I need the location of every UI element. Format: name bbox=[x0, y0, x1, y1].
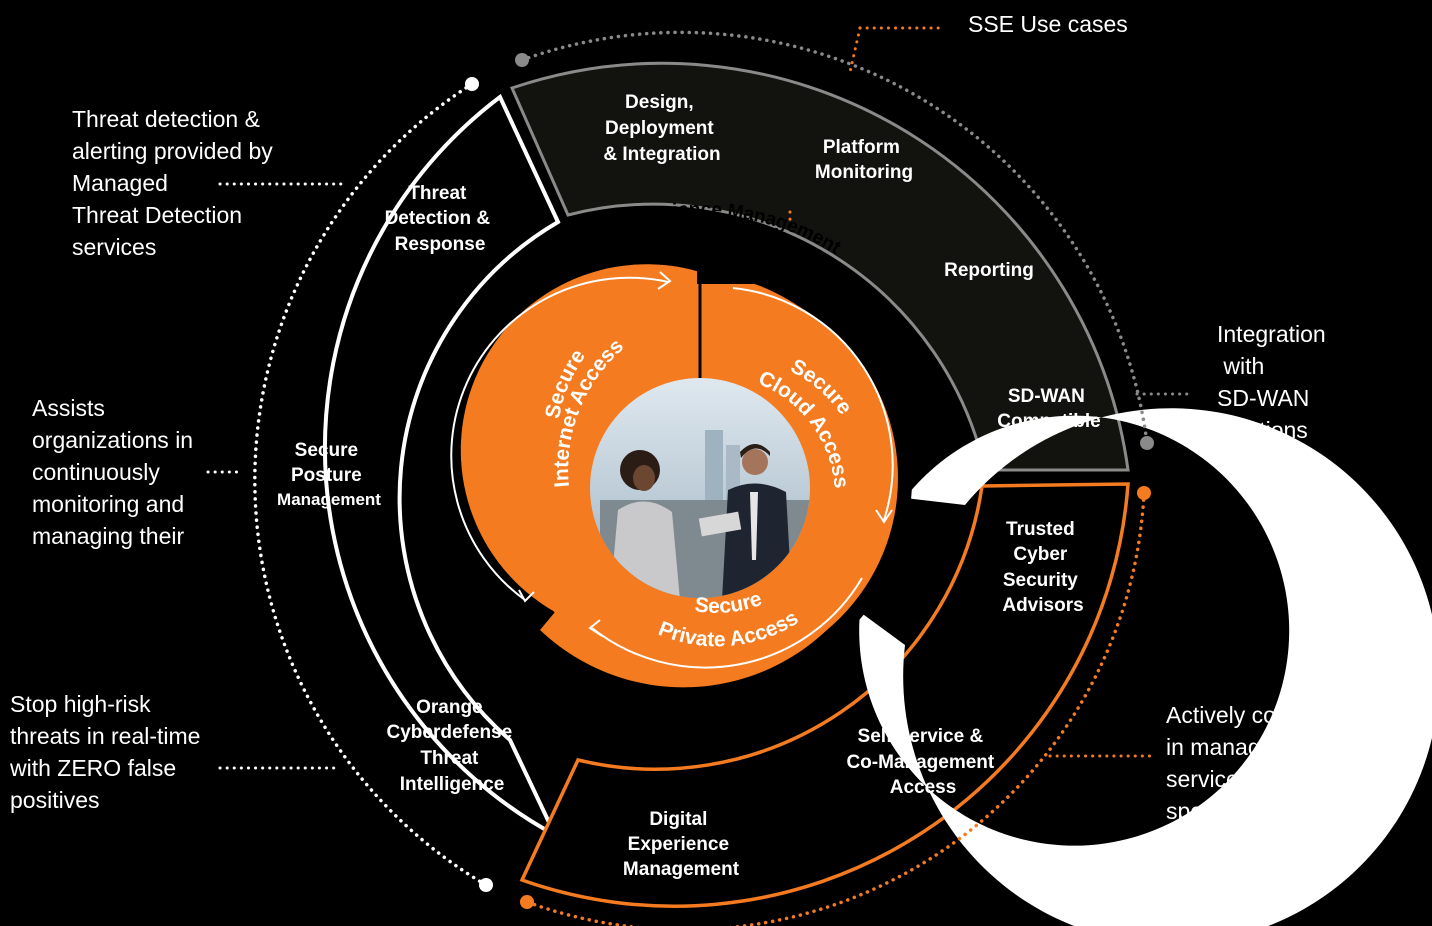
arc-end-dot bbox=[1137, 486, 1151, 500]
dem-ring-band bbox=[859, 408, 1432, 926]
callout-sse-use-cases: SSE Use cases bbox=[968, 11, 1128, 37]
arc-end-dot bbox=[479, 878, 493, 892]
segment-digital-experience: Digital Experience Management bbox=[623, 809, 740, 880]
segment-design: Design, Deployment & Integration bbox=[603, 92, 720, 165]
callout-stop-threats: Stop high-risk threats in real-time with… bbox=[10, 691, 201, 813]
callout-assists: Assists organizations in continuously mo… bbox=[32, 395, 194, 549]
segment-oc-threat-intelligence: Orange Cyberdefense Threat Intelligence bbox=[387, 697, 518, 795]
arc-end-dot bbox=[515, 53, 529, 67]
segment-reporting: Reporting bbox=[944, 260, 1034, 281]
arc-end-dot bbox=[1140, 436, 1154, 450]
security-panel bbox=[322, 93, 561, 840]
arc-end-dot bbox=[465, 77, 479, 91]
segment-trusted-advisors: Trusted Cyber Security Advisors bbox=[1002, 519, 1083, 616]
callout-collaborate: Actively collaborate in managing the ser… bbox=[1166, 702, 1385, 856]
segment-self-service: Self-service & Co-Management Access bbox=[846, 726, 999, 798]
callout-sdwan-integration: Integration with SD-WAN solutions bbox=[1217, 321, 1326, 443]
callout-threat-detection: Threat detection & alerting provided by … bbox=[72, 106, 273, 260]
dotted-arcs bbox=[253, 30, 1149, 926]
arc-end-dot bbox=[520, 895, 534, 909]
segment-sdwan: SD-WAN Compatible bbox=[997, 386, 1100, 432]
segment-secure-posture: Secure Posture Management bbox=[277, 440, 381, 509]
segment-threat-detection-response: Threat Detection & Response bbox=[385, 183, 496, 255]
segment-platform-monitoring: Platform Monitoring bbox=[815, 137, 913, 183]
connector-lines bbox=[206, 26, 1192, 770]
core-arrows bbox=[450, 271, 894, 669]
